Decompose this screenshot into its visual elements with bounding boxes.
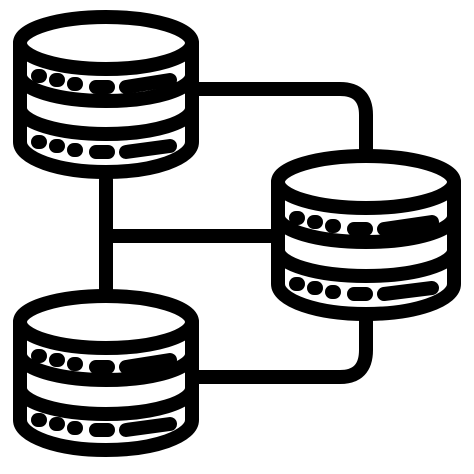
connector-right-to-bottom (185, 305, 373, 384)
database-top (13, 10, 199, 76)
database-bottom-left-icon (13, 289, 199, 457)
database-right-icon (271, 149, 461, 321)
database-band (13, 101, 199, 141)
database-band (13, 68, 199, 108)
database-band (13, 381, 199, 421)
database-top (271, 149, 461, 215)
status-dots (289, 211, 439, 301)
status-dots (31, 349, 177, 437)
status-dots (31, 69, 177, 159)
database-band (271, 243, 461, 283)
database-top-left-icon (13, 10, 199, 179)
network-connectors (99, 82, 373, 384)
database-top (13, 289, 199, 355)
database-band (13, 347, 199, 387)
connector-top-to-right (185, 82, 373, 167)
database-band (271, 209, 461, 249)
